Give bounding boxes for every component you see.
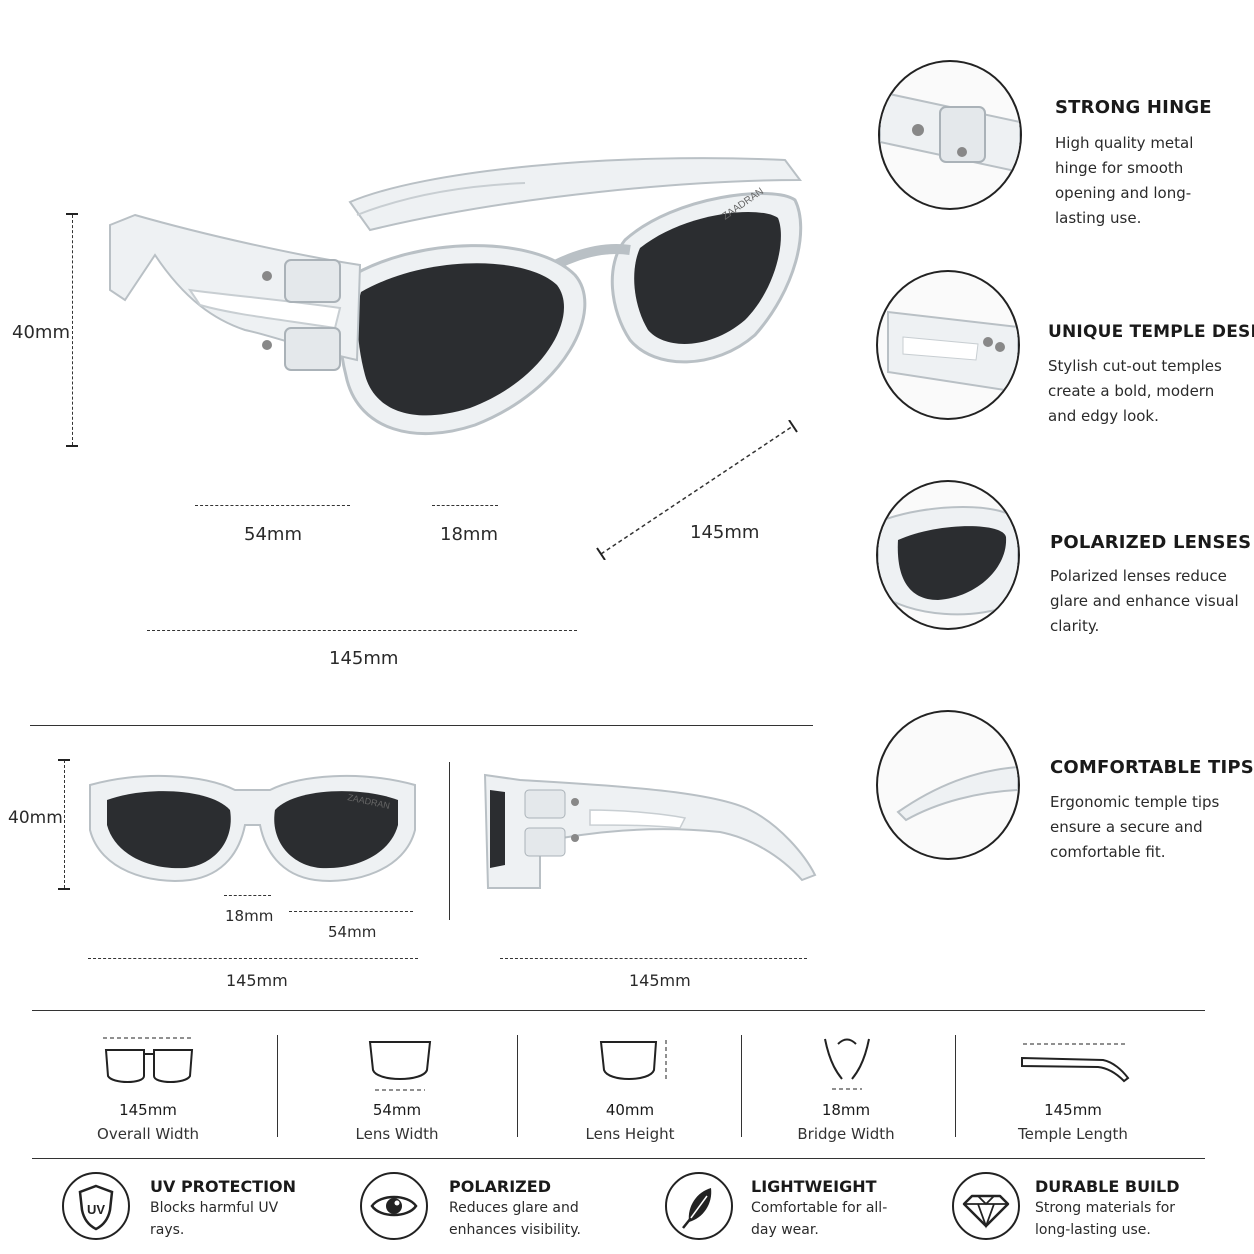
front-bridge-line [224, 895, 271, 896]
benefit-title: POLARIZED [449, 1177, 551, 1196]
spec-label: Overall Width [97, 1125, 199, 1143]
side-length-line [500, 958, 807, 959]
spec-value: 40mm [605, 1101, 655, 1119]
eye-icon [360, 1172, 428, 1240]
height-dimension-line [72, 215, 73, 445]
height-label: 40mm [12, 322, 70, 343]
temple-dimension-line [596, 420, 798, 560]
lens-width-dimension-line [195, 505, 350, 506]
spec-value: 18mm [821, 1101, 871, 1119]
feature-desc: High quality metal hinge for smooth open… [1055, 134, 1194, 227]
lens-width-icon [368, 1041, 432, 1091]
benefit-title: LIGHTWEIGHT [751, 1177, 877, 1196]
feature-desc: Stylish cut-out temples create a bold, m… [1048, 357, 1222, 425]
spec-value: 145mm [119, 1101, 177, 1119]
front-lens-width-line [289, 911, 413, 912]
bridge-dimension-line [432, 505, 498, 506]
feature-title: STRONG HINGE [1055, 97, 1212, 118]
feature-title: POLARIZED LENSES [1050, 532, 1252, 553]
spec-top-divider [32, 1010, 1205, 1011]
overall-width-icon [103, 1037, 194, 1083]
feature-temple-circle [876, 270, 1020, 420]
view-divider [449, 762, 450, 920]
spec-label: Lens Width [355, 1125, 439, 1143]
feature-title: COMFORTABLE TIPS [1050, 757, 1254, 778]
front-bridge-label: 18mm [225, 907, 274, 925]
temple-length-label: 145mm [690, 522, 760, 543]
feature-desc: Polarized lenses reduce glare and enhanc… [1050, 567, 1239, 635]
feature-title: UNIQUE TEMPLE DESIGN [1048, 322, 1254, 342]
overall-width-dimension-line [147, 630, 577, 631]
lens-height-icon [599, 1040, 667, 1080]
benefit-title: UV PROTECTION [150, 1177, 297, 1196]
uv-shield-icon: UV [62, 1172, 130, 1240]
benefit-desc: Reduces glare and enhances visibility. [449, 1200, 582, 1238]
spec-value: 54mm [372, 1101, 422, 1119]
front-height-label: 40mm [8, 808, 63, 828]
spec-value: 145mm [1044, 1101, 1102, 1119]
temple-length-icon [1021, 1043, 1130, 1083]
front-overall-line [88, 958, 418, 959]
section-divider [30, 725, 813, 726]
front-overall-label: 145mm [226, 971, 288, 990]
front-view-image: ZAADRAN [89, 774, 416, 882]
benefit-desc: Comfortable for all-day wear. [751, 1200, 888, 1238]
bridge-width-icon [824, 1038, 870, 1090]
spec-bottom-divider [32, 1158, 1205, 1159]
spec-label: Temple Length [1018, 1125, 1128, 1143]
spec-label: Lens Height [585, 1125, 675, 1143]
uv-icon-text: UV [87, 1202, 105, 1217]
lens-width-label: 54mm [244, 524, 302, 545]
benefit-title: DURABLE BUILD [1035, 1177, 1180, 1196]
feature-lens-circle [876, 480, 1020, 630]
spec-label: Bridge Width [797, 1125, 895, 1143]
benefit-desc: Blocks harmful UV rays. [150, 1200, 279, 1238]
feature-hinge-circle [878, 60, 1022, 210]
overall-width-label: 145mm [329, 648, 399, 669]
bridge-label: 18mm [440, 524, 498, 545]
side-length-label: 145mm [629, 971, 691, 990]
benefit-desc: Strong materials for long-lasting use. [1035, 1200, 1176, 1238]
feature-desc: Ergonomic temple tips ensure a secure an… [1050, 793, 1220, 861]
feather-icon [665, 1172, 733, 1240]
main-glasses-image: ZAADRAN [109, 157, 803, 436]
side-view-image [483, 773, 817, 889]
diamond-icon [952, 1172, 1020, 1240]
feature-tips-circle [876, 710, 1020, 860]
front-height-line [64, 760, 65, 888]
front-lens-width-label: 54mm [328, 923, 377, 941]
